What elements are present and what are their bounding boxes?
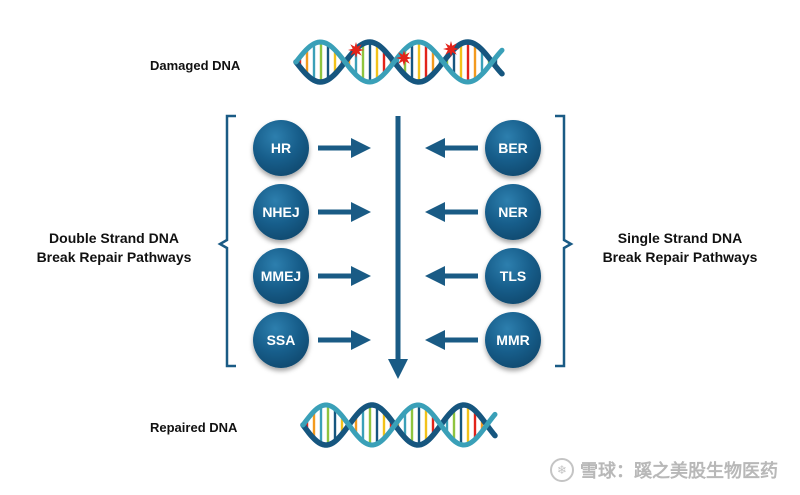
repaired-dna-label: Repaired DNA xyxy=(150,420,238,435)
left-bracket xyxy=(217,114,236,368)
pathway-node-hr: HR xyxy=(253,120,309,176)
damage-burst-icon xyxy=(348,42,364,58)
pathway-node-mmej: MMEJ xyxy=(253,248,309,304)
pathway-node-ber: BER xyxy=(485,120,541,176)
damaged-dna-helix xyxy=(293,39,505,85)
dna-strand xyxy=(300,402,498,448)
snowball-logo-icon: ❄ xyxy=(550,458,574,482)
double-strand-label: Double Strand DNA Break Repair Pathways xyxy=(14,229,214,267)
dna-strand xyxy=(293,39,505,85)
damage-burst-icon xyxy=(396,50,412,66)
single-strand-label: Single Strand DNA Break Repair Pathways xyxy=(580,229,780,267)
double-strand-label-line2: Break Repair Pathways xyxy=(36,249,192,265)
damaged-dna-label: Damaged DNA xyxy=(150,58,241,73)
pathway-node-ner: NER xyxy=(485,184,541,240)
right-bracket xyxy=(555,114,574,368)
watermark-text: 雪球：蹊之美股生物医药 xyxy=(580,461,778,481)
single-strand-label-line1: Single Strand DNA xyxy=(617,230,743,246)
damage-burst-icon xyxy=(443,41,459,57)
pathway-node-mmr: MMR xyxy=(485,312,541,368)
dna-strand xyxy=(300,402,498,448)
dna-strand xyxy=(293,39,505,85)
repaired-dna-helix xyxy=(300,402,498,448)
pathway-node-nhej: NHEJ xyxy=(253,184,309,240)
pathway-node-ssa: SSA xyxy=(253,312,309,368)
pathway-node-tls: TLS xyxy=(485,248,541,304)
single-strand-label-line2: Break Repair Pathways xyxy=(602,249,758,265)
watermark: ❄ 雪球：蹊之美股生物医药 xyxy=(550,457,778,483)
double-strand-label-line1: Double Strand DNA xyxy=(49,230,179,246)
